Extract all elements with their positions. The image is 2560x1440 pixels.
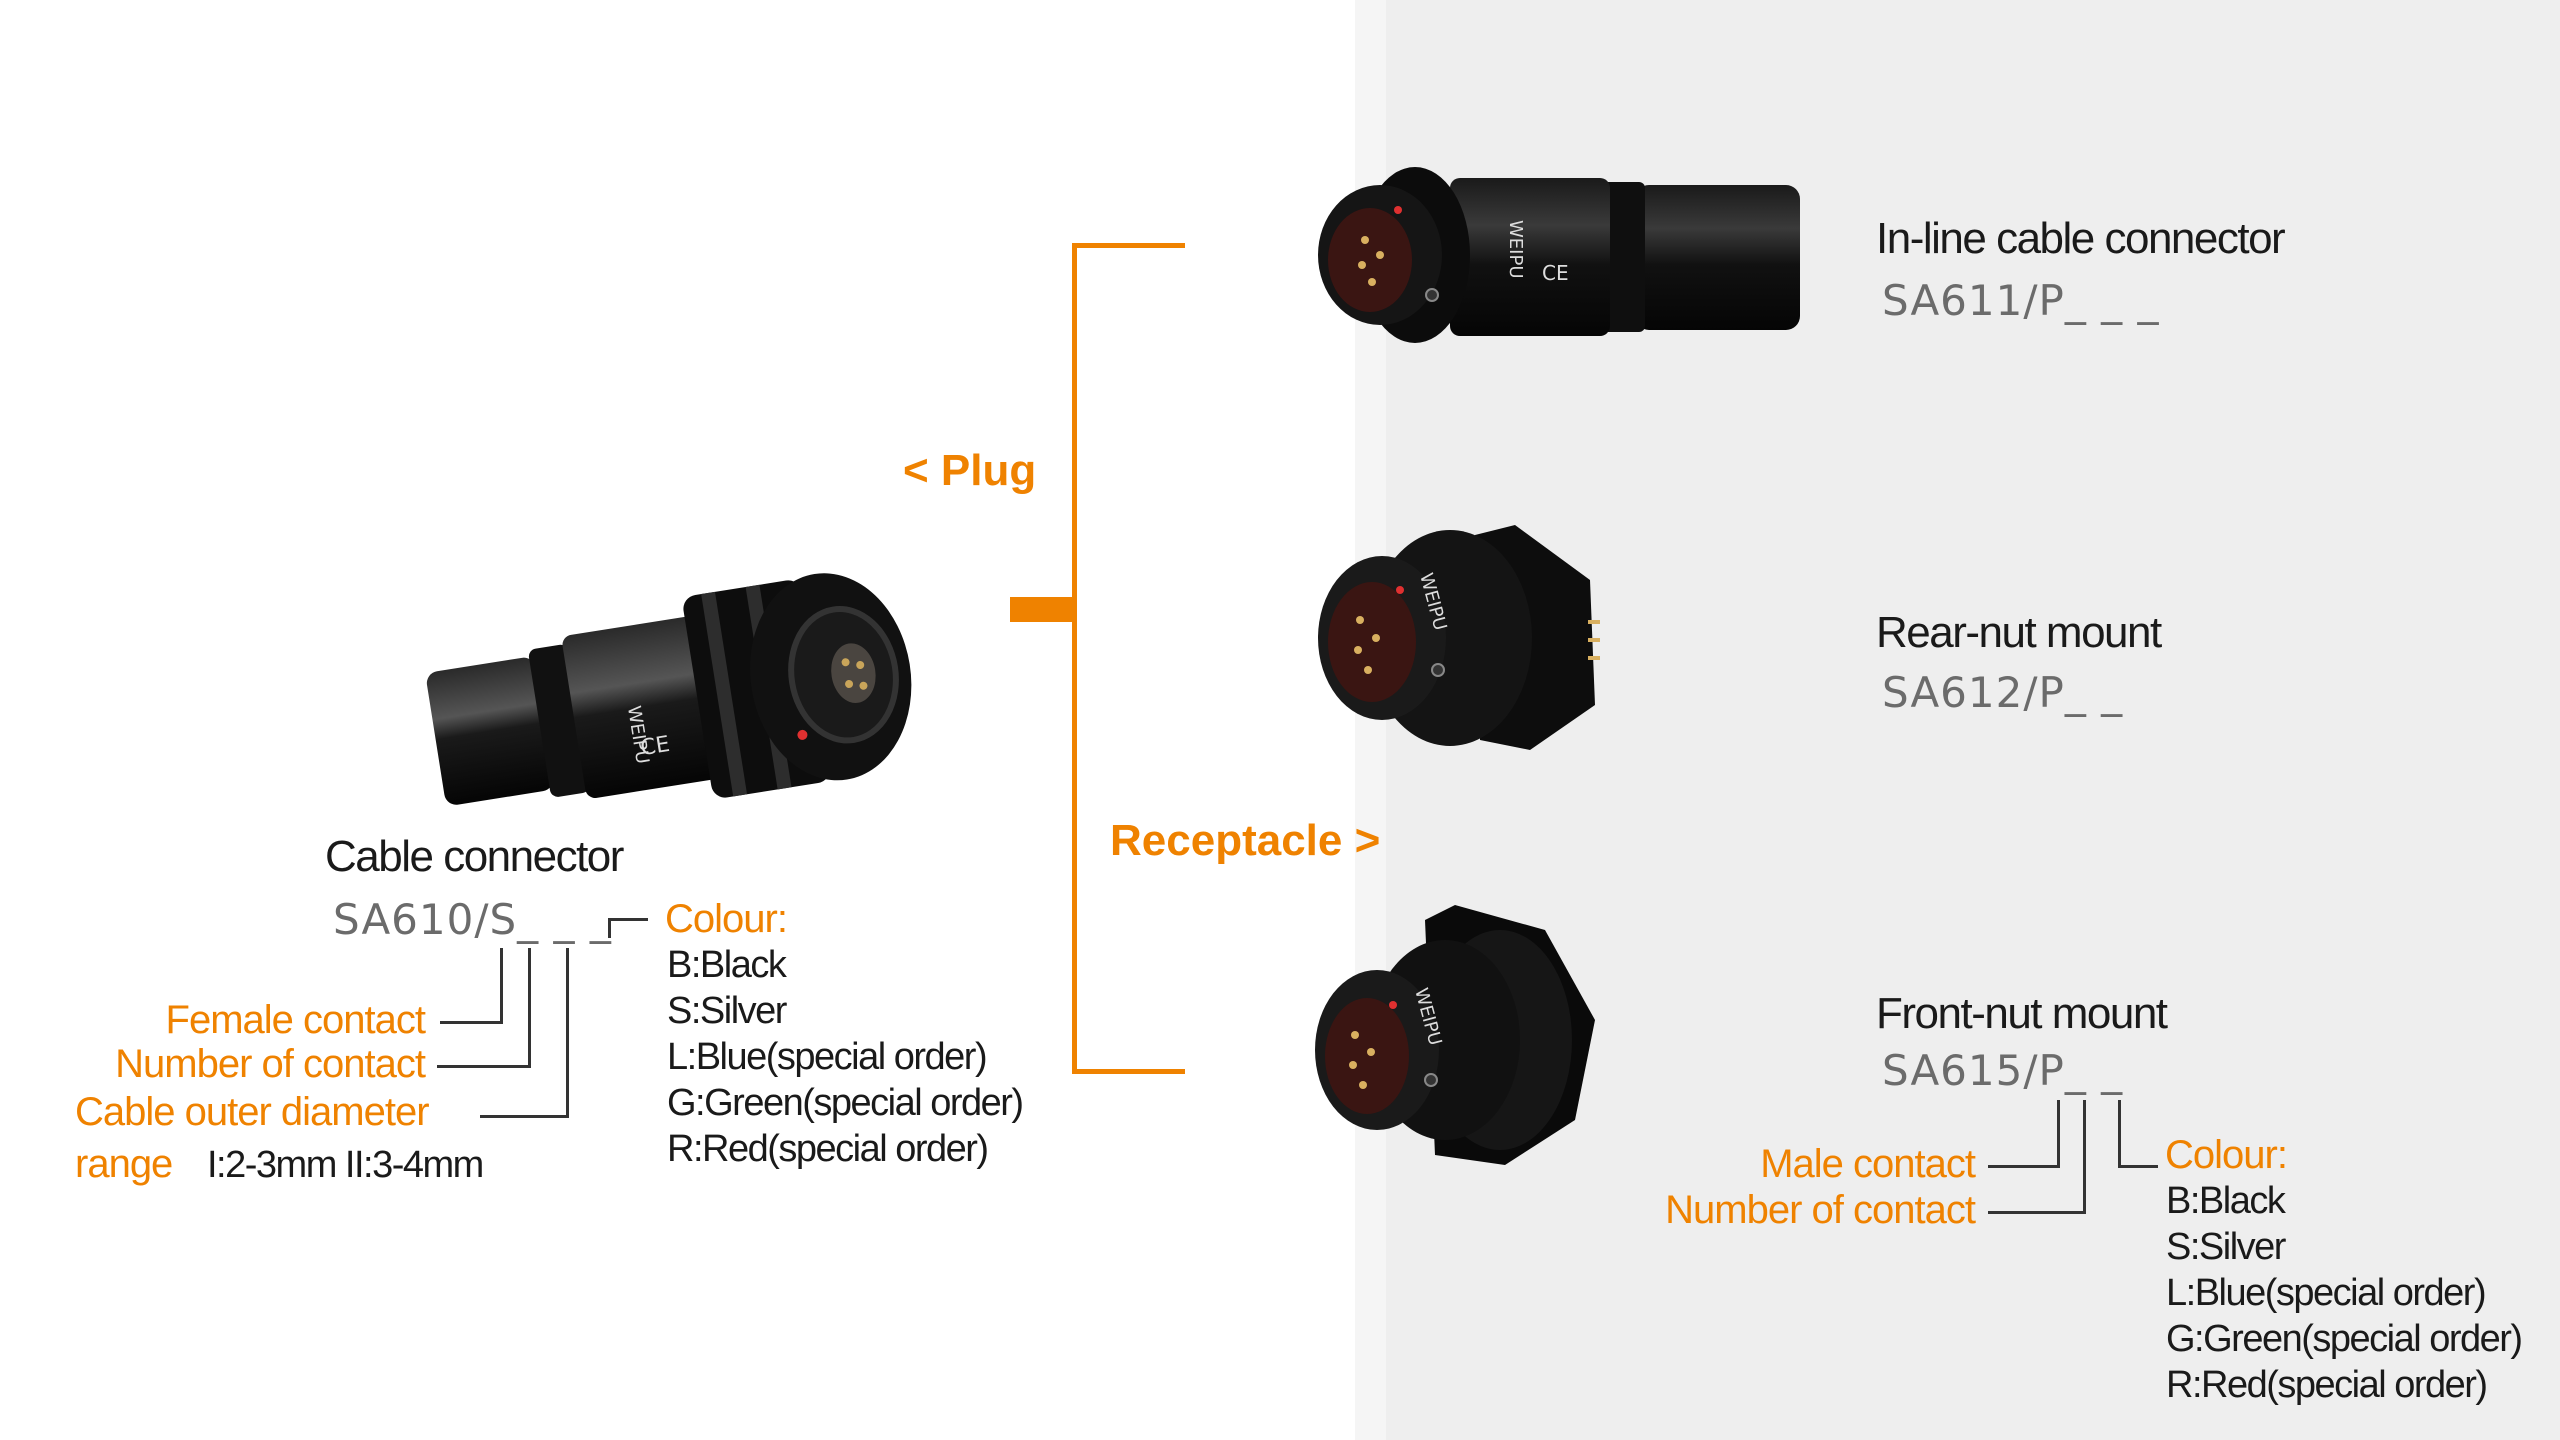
front-nut-mount-title: Front-nut mount	[1876, 989, 2168, 1038]
colour-heading: Colour:	[2165, 1133, 2288, 1177]
svg-text:WEIPU: WEIPU	[1505, 220, 1526, 279]
colour-option: S:Silver	[2166, 1226, 2286, 1268]
leader-female-contact-h	[440, 1021, 503, 1024]
range-label: range	[75, 1142, 173, 1186]
female-cable-connector-image: WEIPU CE	[415, 560, 925, 810]
colour-option: G:Green(special order)	[2166, 1318, 2523, 1360]
inline-cable-connector-title: In-line cable connector	[1876, 214, 2286, 263]
range-value: I:2-3mm II:3-4mm	[207, 1144, 484, 1186]
leader-female-contact-v	[500, 948, 503, 1024]
inline-cable-connector-image: WEIPU CE	[1310, 160, 1810, 345]
colour-option: S:Silver	[667, 990, 787, 1032]
female-contact-label: Female contact	[165, 998, 426, 1042]
leader-male-contact-v	[2057, 1100, 2060, 1168]
leader-number-contact-h	[437, 1065, 531, 1068]
number-of-contact-label: Number of contact	[115, 1042, 426, 1086]
colour-option: B:Black	[2166, 1180, 2286, 1222]
svg-text:CE: CE	[1542, 261, 1569, 285]
leader-number-contact-h	[1988, 1211, 2086, 1214]
rear-nut-mount-code: SA612/P_ _	[1882, 668, 2124, 717]
leader-colour-v	[608, 918, 611, 938]
bracket-bottom-arm	[1072, 1069, 1185, 1074]
inline-cable-connector-code: SA611/P_ _ _	[1882, 276, 2160, 325]
leader-male-contact-h	[1988, 1165, 2060, 1168]
colour-heading: Colour:	[665, 897, 788, 941]
rear-nut-mount-image: WEIPU	[1310, 520, 1610, 755]
bracket-stub	[1010, 597, 1076, 622]
number-of-contact-label: Number of contact	[1665, 1188, 1976, 1232]
male-contact-label: Male contact	[1760, 1142, 1976, 1186]
bracket-vertical	[1072, 243, 1077, 1074]
colour-option: G:Green(special order)	[667, 1082, 1024, 1124]
rear-nut-mount-title: Rear-nut mount	[1876, 608, 2162, 657]
leader-diameter-v	[566, 948, 569, 1118]
leader-diameter-h	[480, 1115, 569, 1118]
colour-option: R:Red(special order)	[2166, 1364, 2488, 1406]
plug-label: < Plug	[903, 446, 1037, 495]
bracket-top-arm	[1072, 243, 1185, 248]
front-nut-mount-image: WEIPU	[1305, 900, 1605, 1170]
leader-number-contact-v	[528, 948, 531, 1068]
leader-colour-h	[608, 918, 648, 921]
colour-option: L:Blue(special order)	[2166, 1272, 2487, 1314]
cable-connector-code: SA610/S_ _ _	[333, 895, 612, 944]
svg-text:CE: CE	[639, 732, 672, 761]
cable-outer-diameter-label: Cable outer diameter	[75, 1090, 430, 1134]
receptacle-label: Receptacle >	[1110, 816, 1381, 865]
colour-option: R:Red(special order)	[667, 1128, 989, 1170]
leader-number-contact-v	[2083, 1100, 2086, 1214]
cable-connector-title: Cable connector	[325, 832, 624, 881]
leader-colour-h	[2118, 1165, 2158, 1168]
colour-option: L:Blue(special order)	[667, 1036, 988, 1078]
leader-colour-v	[2118, 1100, 2121, 1168]
colour-option: B:Black	[667, 944, 787, 986]
front-nut-mount-code: SA615/P_ _	[1882, 1046, 2124, 1095]
